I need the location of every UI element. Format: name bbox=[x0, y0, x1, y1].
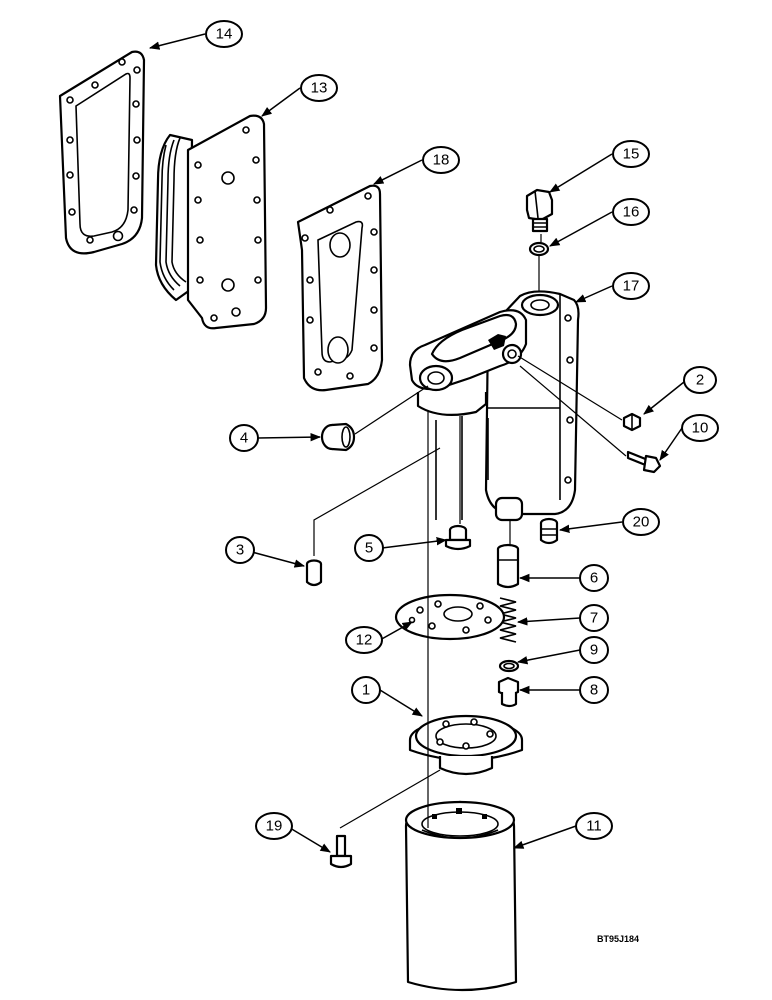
svg-text:3: 3 bbox=[236, 542, 244, 559]
svg-text:8: 8 bbox=[590, 682, 598, 699]
svg-text:4: 4 bbox=[240, 430, 248, 447]
svg-text:7: 7 bbox=[590, 610, 598, 627]
svg-text:19: 19 bbox=[266, 818, 283, 835]
part-5-valve bbox=[444, 524, 472, 551]
callout-18: 18 bbox=[422, 146, 460, 174]
svg-text:9: 9 bbox=[590, 642, 598, 659]
part-6-plunger bbox=[496, 543, 520, 589]
callout-4: 4 bbox=[229, 424, 259, 452]
part-3-dowel-pin bbox=[305, 559, 323, 587]
part-13-oil-cooler bbox=[154, 114, 268, 330]
callout-7: 7 bbox=[579, 604, 609, 632]
callout-16: 16 bbox=[612, 198, 650, 226]
callouts: 14 13 18 15 16 17 2 10 4 20 3 5 6 7 12 9… bbox=[205, 20, 719, 840]
part-18-gasket bbox=[296, 184, 384, 392]
svg-text:11: 11 bbox=[586, 818, 602, 835]
callout-19: 19 bbox=[255, 812, 293, 840]
part-1-adapter bbox=[408, 714, 524, 776]
callout-3: 3 bbox=[225, 536, 255, 564]
leader-arrows bbox=[148, 33, 685, 853]
svg-text:12: 12 bbox=[356, 632, 373, 649]
alignment-lines bbox=[313, 234, 627, 829]
part-10-bolt bbox=[626, 450, 662, 474]
part-8-plug bbox=[497, 676, 520, 708]
callout-15: 15 bbox=[612, 140, 650, 168]
callout-14: 14 bbox=[205, 20, 243, 48]
part-11-filter bbox=[404, 800, 518, 992]
part-15-plug bbox=[525, 188, 554, 233]
svg-text:17: 17 bbox=[623, 278, 640, 295]
part-7-spring bbox=[499, 597, 517, 643]
callout-6: 6 bbox=[579, 564, 609, 592]
part-2-plug bbox=[622, 412, 642, 432]
callout-11: 11 bbox=[575, 812, 613, 840]
svg-text:10: 10 bbox=[692, 420, 709, 437]
svg-text:14: 14 bbox=[216, 26, 233, 43]
svg-text:6: 6 bbox=[590, 570, 598, 587]
callout-9: 9 bbox=[579, 636, 609, 664]
svg-text:16: 16 bbox=[623, 204, 640, 221]
callout-1: 1 bbox=[351, 676, 381, 704]
reference-code: BT95J184 bbox=[597, 934, 639, 944]
part-9-o-ring bbox=[498, 659, 520, 673]
callout-2: 2 bbox=[683, 366, 717, 394]
svg-text:2: 2 bbox=[696, 372, 704, 389]
part-14-gasket bbox=[58, 50, 146, 255]
callout-12: 12 bbox=[345, 626, 383, 654]
part-20-plug bbox=[539, 517, 559, 545]
svg-text:20: 20 bbox=[633, 514, 650, 531]
svg-text:15: 15 bbox=[623, 146, 640, 163]
svg-text:5: 5 bbox=[365, 540, 373, 557]
part-19-bolt bbox=[329, 834, 353, 869]
callout-5: 5 bbox=[354, 534, 384, 562]
callout-17: 17 bbox=[612, 272, 650, 300]
part-12-plate bbox=[394, 593, 506, 641]
svg-text:13: 13 bbox=[311, 80, 328, 97]
svg-text:1: 1 bbox=[362, 682, 370, 699]
part-4-plug bbox=[320, 422, 356, 452]
part-17-filter-head bbox=[408, 290, 580, 522]
callout-20: 20 bbox=[622, 508, 660, 536]
callout-13: 13 bbox=[300, 74, 338, 102]
svg-text:18: 18 bbox=[433, 152, 450, 169]
part-16-o-ring bbox=[528, 241, 550, 257]
callout-10: 10 bbox=[681, 414, 719, 442]
callout-8: 8 bbox=[579, 676, 609, 704]
